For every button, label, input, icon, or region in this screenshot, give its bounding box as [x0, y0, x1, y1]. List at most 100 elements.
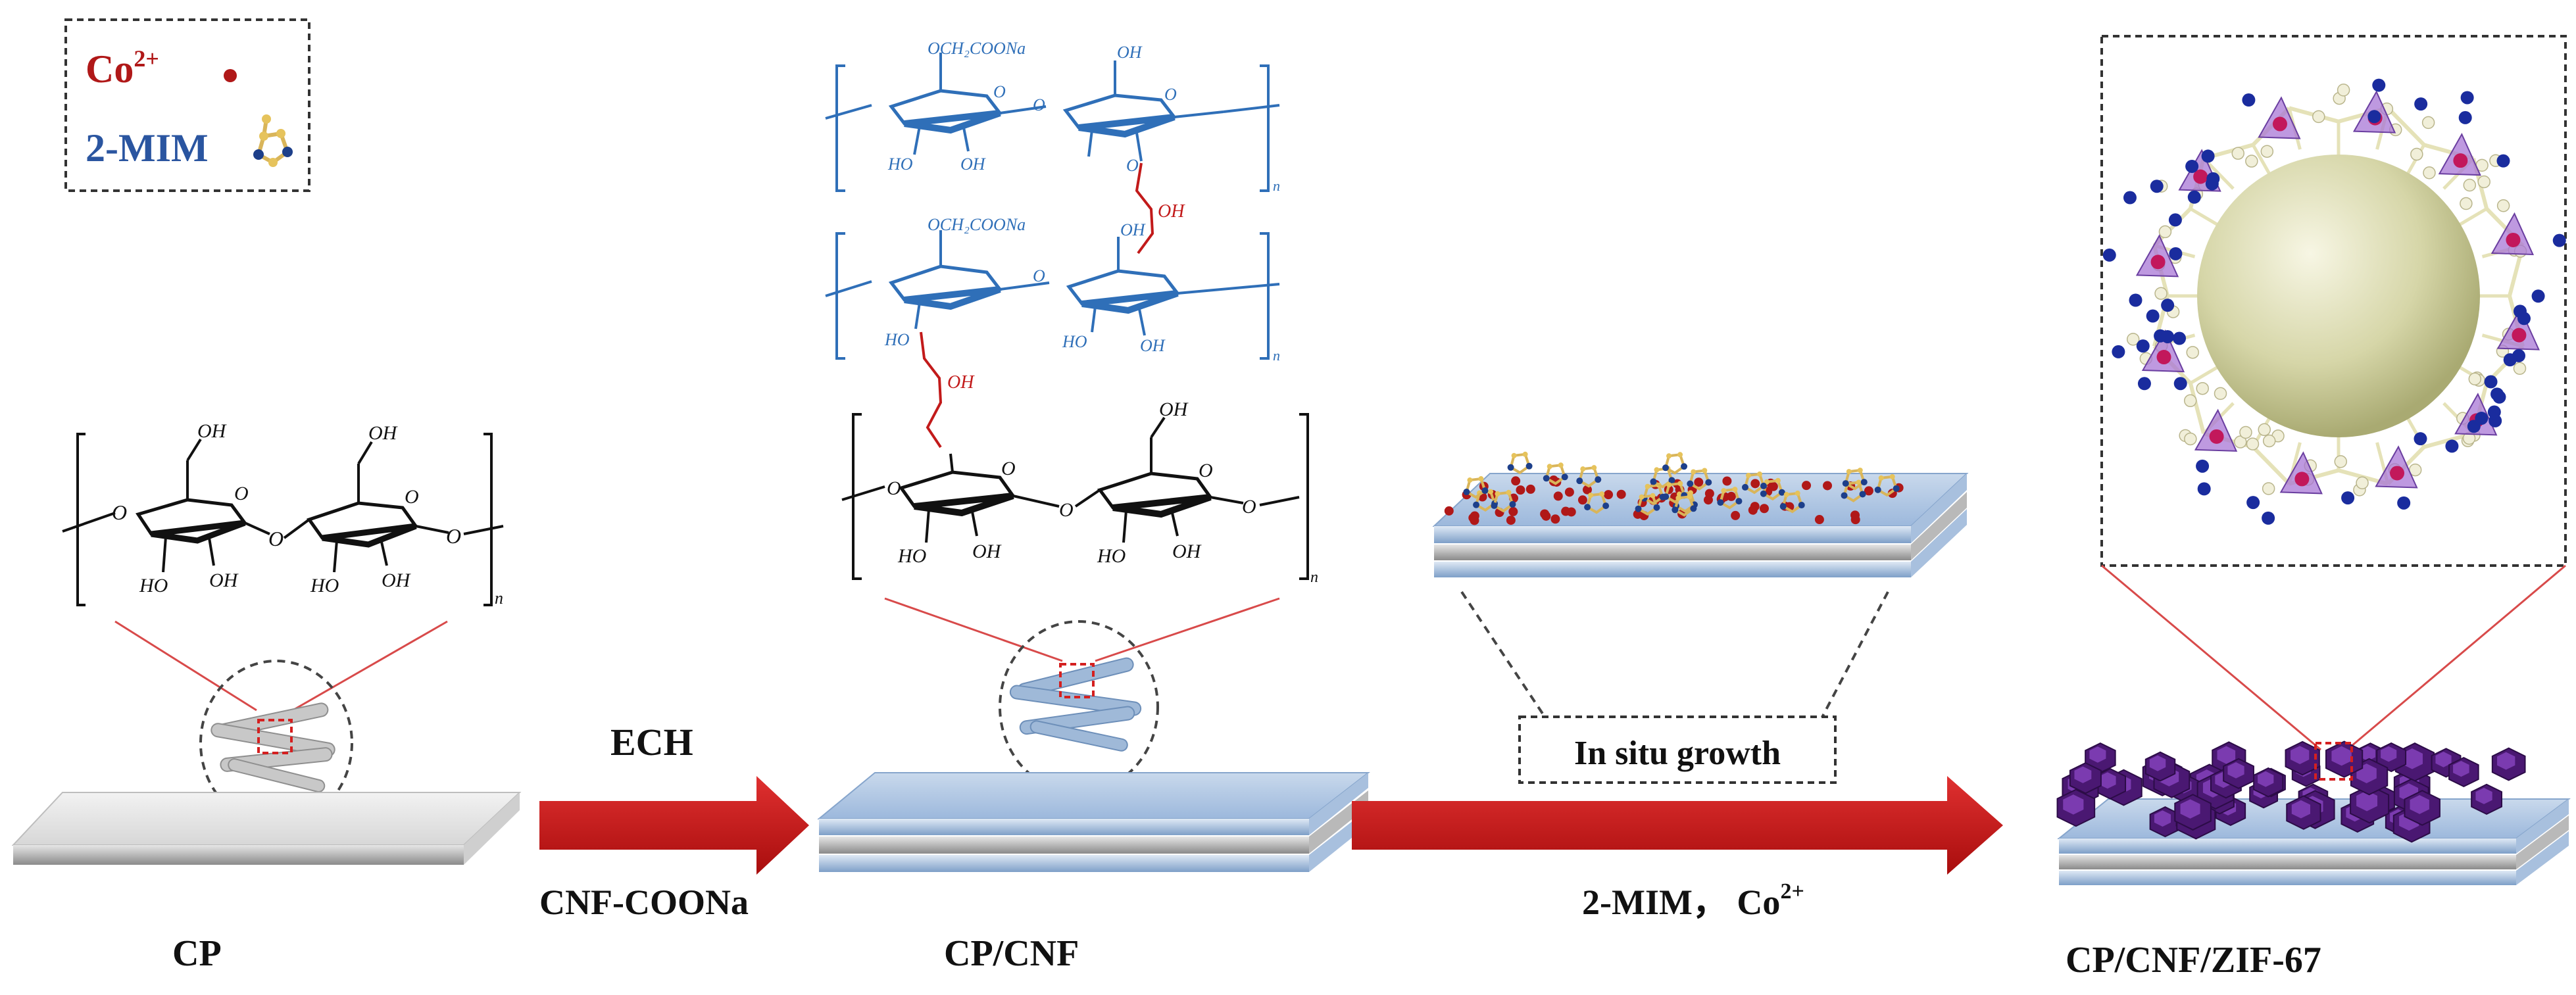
carbon-atom [2460, 197, 2473, 210]
crystal-facet [2258, 771, 2274, 787]
in-situ-growth-box [1518, 716, 1837, 784]
crystal-facet [2475, 787, 2492, 804]
carbon-atom [2154, 287, 2167, 300]
svg-text:HO: HO [887, 155, 913, 174]
cobalt-ion-dot [1516, 485, 1525, 495]
imidazole-molecule [1543, 462, 1568, 485]
crystal-facet [2401, 748, 2423, 769]
label-cpcnf-zif67: CP/CNF/ZIF-67 [2066, 940, 2321, 981]
cobalt-center-atom [2453, 153, 2468, 168]
cobalt-center-atom [2294, 472, 2310, 487]
svg-text:n: n [1273, 178, 1280, 194]
carbon-atom [2183, 394, 2197, 408]
crystal-facet [2497, 752, 2515, 770]
svg-text:OH: OH [1158, 201, 1185, 222]
cobalt-ion-dot [1850, 510, 1860, 520]
crystal-facet [2435, 752, 2452, 767]
cobalt-center-atom [2512, 328, 2527, 343]
cobalt-center-atom [2390, 466, 2405, 481]
svg-text:HO: HO [310, 575, 339, 596]
cobalt-ion-dot [1722, 476, 1732, 486]
cobalt-ion-dot [1864, 486, 1873, 496]
cobalt-center-atom [2156, 350, 2171, 365]
svg-text:OH: OH [197, 420, 228, 442]
nitrogen-atom [2489, 414, 2502, 427]
crystal-facet [2356, 790, 2378, 812]
zoom-callout-1 [114, 620, 448, 827]
nitrogen-atom [2196, 459, 2210, 473]
crystal-facet [2063, 794, 2084, 815]
nitrogen-atom [2123, 191, 2137, 205]
svg-text:OCH₂COONa: OCH₂COONa [928, 215, 1026, 234]
nitrogen-atom [2154, 329, 2167, 343]
svg-text:OH: OH [382, 570, 412, 591]
cnf-structure-middle [825, 230, 1280, 360]
reaction-arrow-2 [1352, 776, 2003, 875]
imidazole-molecule [1779, 491, 1805, 514]
svg-text:O: O [1126, 156, 1139, 175]
carbon-atom [2423, 166, 2436, 180]
svg-text:OH: OH [1117, 43, 1143, 62]
nitrogen-atom [2341, 491, 2355, 505]
cobalt-ion-dot [1564, 487, 1574, 497]
crystal-facet [2180, 799, 2200, 819]
carbon-atom [2196, 381, 2209, 395]
carbon-atom [2245, 155, 2258, 168]
cobalt-ion-dot [1802, 481, 1812, 491]
crystal-facet [2089, 746, 2106, 763]
reagent-ech: ECH [610, 721, 693, 764]
nitrogen-atom [2205, 177, 2219, 191]
carbon-atom [2477, 175, 2490, 189]
svg-text:O: O [1164, 85, 1177, 104]
carbon-atom [2356, 476, 2369, 489]
cobalt-ion-dot [1577, 495, 1587, 505]
legend-co-label: Co2+ [86, 45, 159, 91]
nitrogen-atom [2262, 511, 2275, 525]
svg-text:OH: OH [209, 570, 239, 591]
cellulose-structure: n O OH O HO OH O OH O HO OH O [62, 420, 504, 608]
nitrogen-atom [2475, 412, 2489, 425]
nitrogen-atom [2146, 309, 2160, 323]
nitrogen-atom [2168, 213, 2182, 227]
svg-text:O: O [446, 524, 461, 548]
svg-text:O: O [234, 483, 249, 504]
cobalt-ion-dot [1748, 505, 1758, 515]
imidazole-molecule [1576, 465, 1602, 488]
fiber-bundle-icon [211, 702, 335, 792]
nitrogen-atom [2187, 190, 2201, 204]
cobalt-ion-dot [1616, 489, 1626, 499]
svg-text:O: O [1001, 458, 1016, 479]
substituent-label: OCH₂COONa [928, 39, 1026, 58]
svg-text:OH: OH [368, 422, 399, 444]
cobalt-ion-dot [1550, 514, 1560, 524]
zoom-callout-3 [1460, 591, 1889, 725]
carbon-atom [2126, 333, 2140, 346]
fiber-bundle-blue-icon [1009, 657, 1142, 752]
imidazole-molecule [1687, 468, 1712, 491]
svg-text:O: O [1033, 95, 1045, 114]
cobalt-ion-dot [1525, 484, 1535, 494]
svg-text:OH: OH [1159, 399, 1189, 420]
legend-mim-label: 2-MIM [86, 126, 209, 170]
reagent-mim-co: 2-MIM， Co2+ [1582, 879, 1804, 922]
legend: Co2+ 2-MIM [64, 18, 310, 192]
crystal-facet [2410, 795, 2429, 814]
cobalt-ion-dot [1726, 491, 1736, 501]
crystal-facet [2331, 746, 2352, 766]
nitrogen-atom [2552, 233, 2566, 247]
carbon-atom [2312, 110, 2325, 124]
cobalt-center-atom [2193, 169, 2208, 184]
svg-text:OH: OH [947, 372, 975, 393]
carbon-atom [2246, 437, 2260, 450]
cage-linker-bond [2202, 157, 2235, 190]
zif67-zoom-marker [2314, 742, 2353, 781]
nitrogen-atom [2372, 78, 2386, 92]
carbon-atom [2239, 425, 2252, 439]
cobalt-ion-dot [1511, 476, 1521, 486]
nitrogen-atom [2136, 339, 2150, 353]
crystal-facet [2381, 746, 2397, 762]
carbon-atom [2334, 455, 2348, 468]
nitrogen-atom [2414, 432, 2427, 446]
nitrogen-atom [2112, 345, 2125, 358]
carbon-atom [2234, 435, 2247, 449]
